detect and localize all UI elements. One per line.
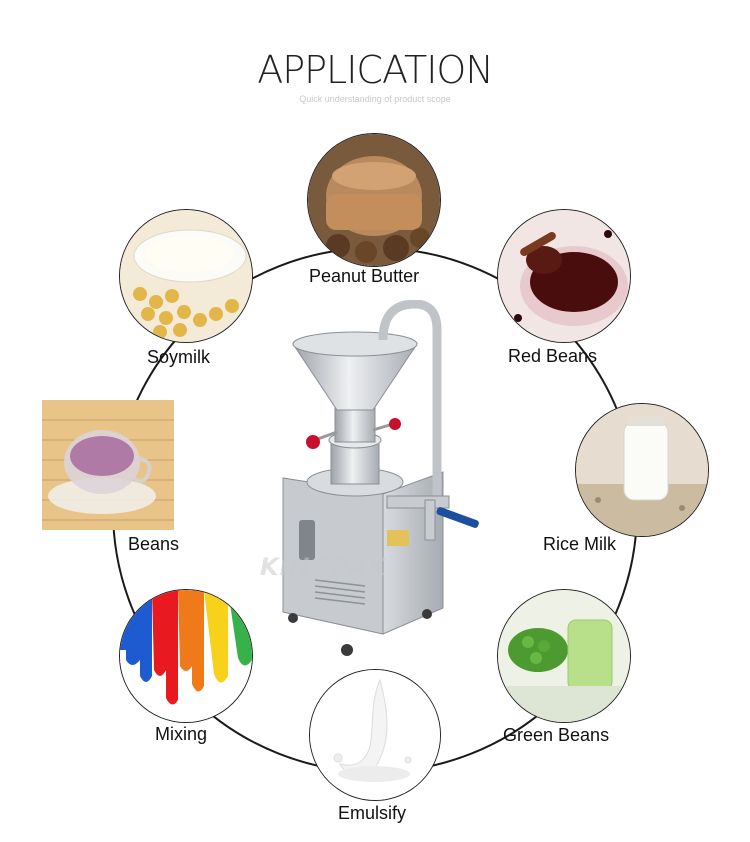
mixing-label: Mixing [155, 724, 208, 744]
red-bean-paste-icon [498, 210, 630, 342]
colloid-mill-machine-icon [282, 300, 479, 656]
green-bean-juice-icon [498, 590, 630, 722]
peanut-butter-jar-icon [308, 134, 440, 266]
beans-label: Beans [128, 534, 180, 554]
page-title: APPLICATION [257, 48, 494, 92]
milk-splash-icon [310, 670, 440, 800]
peanut-butter-label: Peanut Butter [309, 266, 420, 286]
purple-drink-cup-icon [42, 400, 174, 530]
paint-drip-icon [120, 590, 252, 722]
rice-milk-bottle-icon [576, 404, 708, 536]
soymilk-bowl-icon [120, 210, 252, 342]
rice-milk-label: Rice Milk [543, 534, 617, 554]
soymilk-label: Soymilk [147, 347, 211, 367]
page-subtitle: Quick understanding of product scope [299, 94, 451, 104]
brand-watermark: KINGPAK [260, 553, 387, 581]
green-beans-label: Green Beans [503, 725, 610, 745]
emulsify-label: Emulsify [338, 803, 407, 823]
red-beans-label: Red Beans [508, 346, 598, 366]
